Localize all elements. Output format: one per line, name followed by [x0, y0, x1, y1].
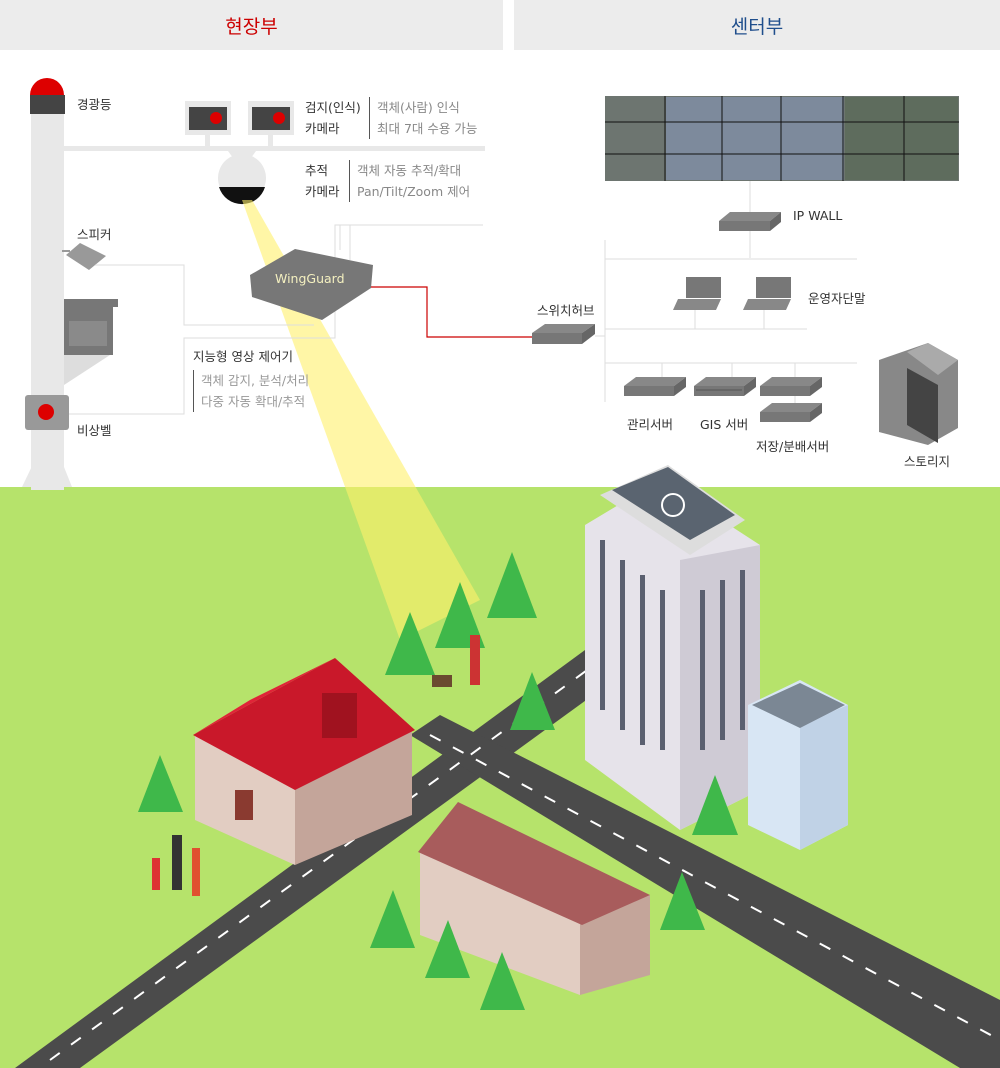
video-wall [605, 96, 959, 181]
controller-desc-line: 객체 감지, 분석/처리 [201, 373, 310, 388]
tracking-camera-title-line: 카메라 [305, 184, 340, 199]
people [152, 635, 480, 896]
operator-terminal-label: 운영자단말 [808, 291, 866, 306]
ptz-camera-icon [218, 151, 266, 205]
switch-ipwall-icon [719, 212, 781, 231]
trees [138, 552, 738, 1010]
road-markings [49, 667, 1000, 1061]
ip-wall-label: IP WALL [793, 208, 843, 223]
storage-label: 스토리지 [904, 454, 951, 469]
server-icon [760, 377, 822, 396]
link-line [371, 286, 535, 338]
warning-light-icon [30, 78, 65, 114]
laptop-icon [673, 277, 721, 310]
tracking-camera-desc: 객체 자동 추적/확대 Pan/Tilt/Zoom 제어 [349, 160, 470, 202]
storage-server-label: 저장/분배서버 [756, 439, 830, 454]
small-building [748, 680, 848, 850]
server-icon [624, 377, 686, 396]
field-title: 현장부 [225, 15, 278, 38]
switch-hub-label: 스위치허브 [537, 303, 595, 318]
center-title: 센터부 [730, 15, 784, 38]
detect-camera-title-line: 카메라 [305, 121, 340, 136]
switch-hub-icon [532, 324, 595, 344]
wingguard-device [250, 249, 373, 320]
tracking-camera-title-line: 추적 [305, 163, 329, 178]
detect-camera-title: 검지(인식) 카메라 [305, 97, 361, 139]
office-tower [585, 465, 760, 830]
detect-camera-title-line: 검지(인식) [305, 100, 361, 115]
cabinet-icon [64, 299, 118, 385]
red-roof-house [193, 658, 415, 865]
emergency-bell-label: 비상벨 [77, 423, 112, 438]
speaker-label: 스피커 [77, 227, 112, 242]
wingguard-label: WingGuard [275, 271, 345, 286]
field-section-header: 현장부 [0, 0, 503, 50]
speaker-icon [62, 243, 106, 270]
tracking-camera-desc-line: Pan/Tilt/Zoom 제어 [357, 184, 471, 199]
long-house [418, 802, 650, 995]
detect-camera-icon [185, 101, 294, 147]
storage-icon [879, 343, 958, 445]
laptop-icon [743, 277, 791, 310]
network-lines [595, 181, 857, 405]
emergency-bell-icon [25, 395, 69, 430]
warning-light-label: 경광등 [77, 97, 112, 112]
detect-camera-desc-line: 객체(사람) 인식 [377, 100, 460, 115]
detect-camera-desc-line: 최대 7대 수용 가능 [377, 121, 478, 136]
mgmt-server-label: 관리서버 [627, 417, 674, 432]
server-icon [760, 403, 822, 422]
center-section-header: 센터부 [514, 0, 1000, 50]
controller-title: 지능형 영상 제어기 [193, 349, 293, 364]
server-icon [694, 377, 756, 396]
gis-server-label: GIS 서버 [700, 417, 749, 432]
tracking-camera-desc-line: 객체 자동 추적/확대 [357, 163, 462, 178]
field-wiring [69, 224, 483, 415]
controller-desc-line: 다중 자동 확대/추적 [201, 394, 306, 409]
